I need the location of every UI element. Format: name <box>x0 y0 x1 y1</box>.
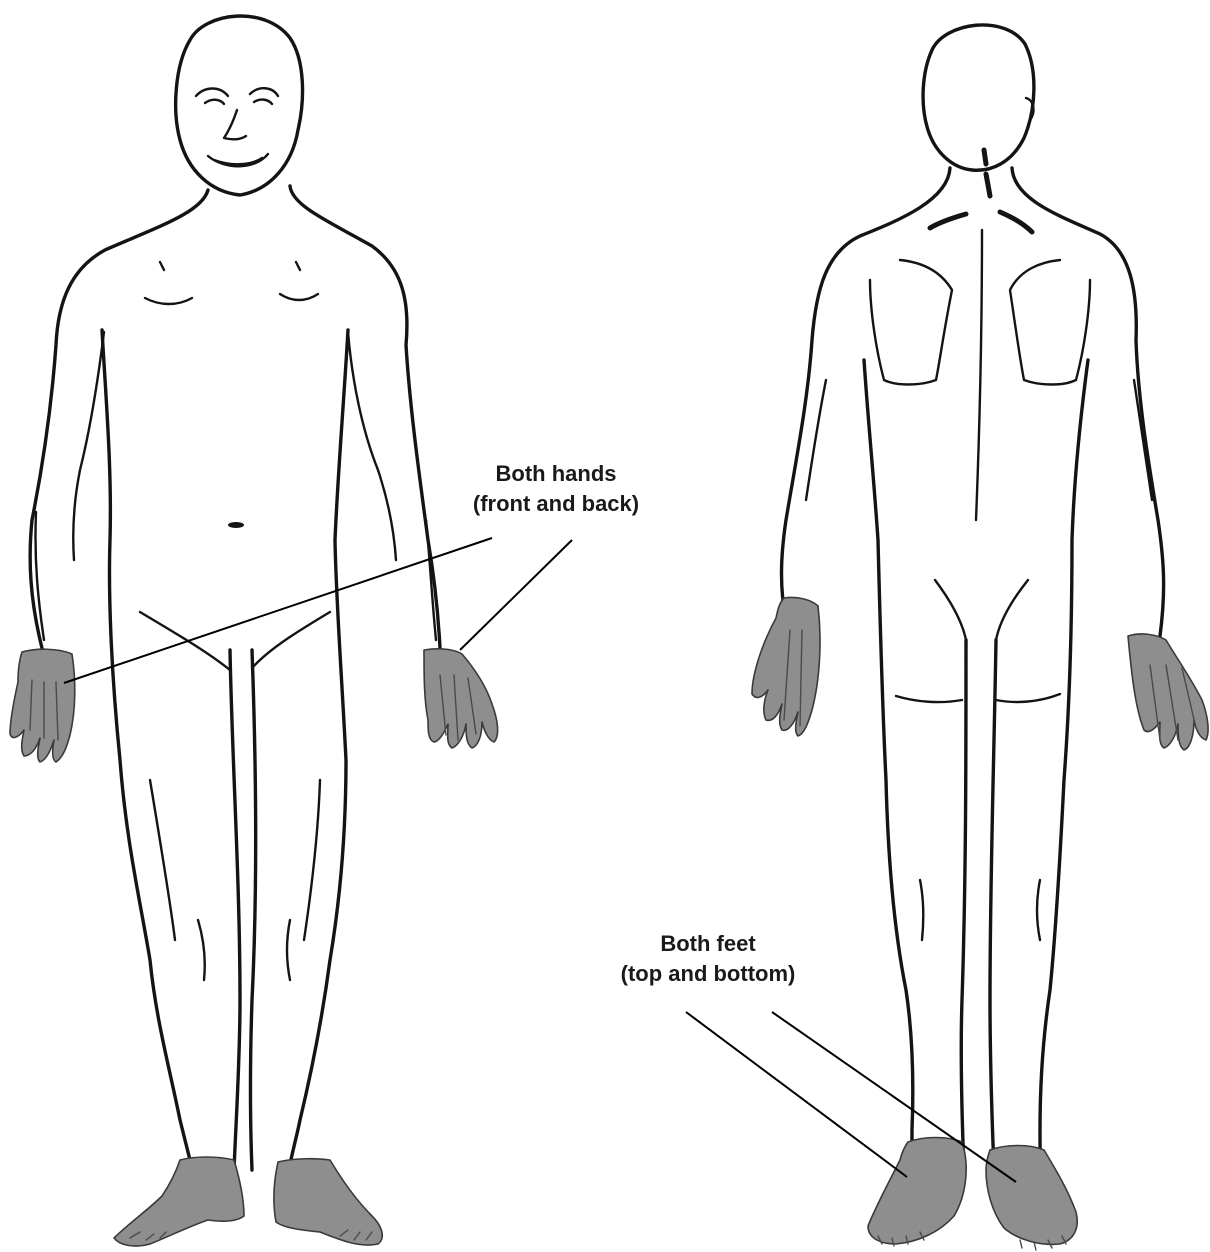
front-chest-marks <box>140 262 330 980</box>
hands-label-line1: Both hands <box>496 461 617 486</box>
front-right-foot <box>274 1159 382 1245</box>
back-left-hand <box>752 597 820 736</box>
front-left-hand <box>10 649 75 762</box>
feet-label-line2: (top and bottom) <box>621 961 796 986</box>
front-left-foot <box>114 1157 244 1246</box>
front-arm-lines <box>35 332 436 640</box>
front-right-hand <box>424 649 498 748</box>
hands-label-line2: (front and back) <box>473 491 639 516</box>
back-muscle-lines <box>806 230 1152 940</box>
front-body-outline <box>30 186 440 1176</box>
back-neck-marks <box>930 150 1032 232</box>
front-navel <box>228 522 244 528</box>
back-left-foot <box>868 1138 966 1247</box>
back-head <box>923 25 1034 170</box>
back-right-hand <box>1128 634 1208 750</box>
back-right-foot <box>986 1146 1077 1251</box>
front-face <box>196 88 278 166</box>
hands-annotation: Both hands (front and back) <box>64 461 639 683</box>
front-figure <box>10 16 498 1246</box>
feet-leader-right <box>772 1012 1016 1182</box>
front-head <box>176 16 303 195</box>
feet-label-line1: Both feet <box>660 931 756 956</box>
back-body-outline <box>782 168 1164 1172</box>
hands-leader-right <box>460 540 572 650</box>
feet-leader-left <box>686 1012 907 1177</box>
back-figure <box>752 25 1208 1250</box>
